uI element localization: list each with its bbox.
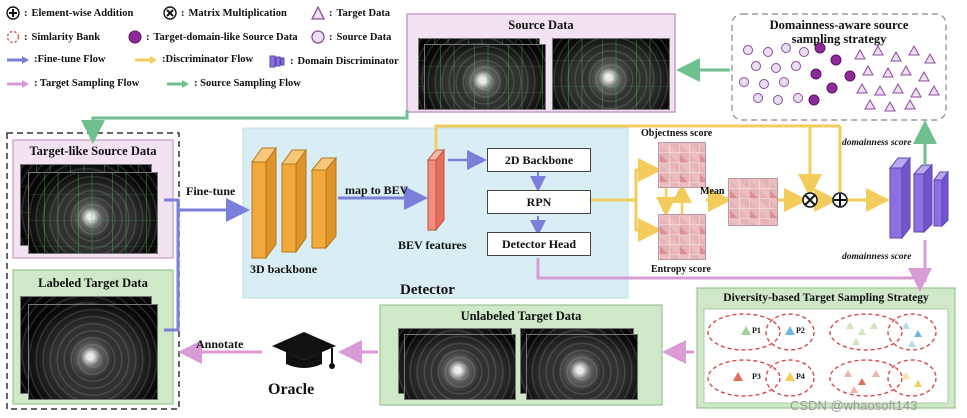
mean-label: Mean (700, 186, 725, 197)
source-data-image-1b (424, 44, 546, 110)
oracle-icon (272, 332, 336, 369)
domainness-title-line2: sampling strategy (791, 32, 887, 46)
legend-source-data: :Source Data (311, 30, 391, 44)
unlabeled-image-1 (404, 334, 516, 400)
cluster-label-p4: P4 (796, 372, 805, 381)
source-data-image-2 (552, 38, 670, 110)
entropy-label: Entropy score (651, 264, 711, 275)
hollow-circle-icon (311, 30, 325, 44)
labeled-target-title: Labeled Target Data (38, 276, 148, 290)
domainness-scatter (739, 42, 940, 112)
matrix-multiplication-legend-icon (163, 6, 177, 20)
objectness-heatmap (658, 142, 706, 188)
detector-title: Detector (400, 282, 455, 298)
legend-source-sampling: : Source Sampling Flow (166, 78, 301, 89)
elementwise-addition-legend-icon (6, 6, 20, 20)
finetune-label: Fine-tune (186, 184, 236, 198)
pink-arrow-icon (7, 79, 29, 88)
map-to-bev-label: map to BEV (345, 183, 409, 197)
legend-elementwise-text: Element-wise Addition (31, 7, 134, 19)
backbone-3d-blocks (251, 146, 338, 260)
finetune-arrow (164, 198, 250, 222)
blue-arrow-icon (7, 55, 29, 64)
unlabeled-image-2 (526, 334, 638, 400)
legend-finetune-flow-text: :Fine-tune Flow (34, 54, 106, 65)
legend-matmul: :Matrix Multiplication (163, 6, 287, 20)
bev-features-label: BEV features (398, 238, 467, 252)
domain-discriminator-blocks (888, 156, 949, 240)
domainness-score-top: domainness score (842, 138, 912, 148)
legend-matmul-text: Matrix Multiplication (188, 7, 287, 19)
filled-circle-icon (128, 30, 142, 44)
matrix-multiplication-icon (802, 192, 818, 208)
discriminator-block-icon (269, 55, 285, 68)
annotate-label: Annotate (196, 337, 244, 351)
rpn-box: RPN (487, 190, 591, 214)
legend-discriminator-flow-text: :Discriminator Flow (162, 54, 254, 65)
legend-target-domain-like: :Target-domain-like Source Data (128, 30, 298, 44)
elementwise-addition-icon (832, 192, 848, 208)
legend-target-sampling: : Target Sampling Flow (6, 78, 139, 89)
diversity-clusters (707, 313, 937, 397)
green-arrow-icon (167, 79, 189, 88)
legend-target-domain-like-text: Target-domain-like Source Data (153, 31, 298, 43)
legend-target-sampling-text: : Target Sampling Flow (34, 78, 140, 89)
legend-similarity-bank: :Simlarity Bank (6, 30, 100, 44)
cluster-label-p3: P3 (752, 372, 761, 381)
legend-elementwise: :Element-wise Addition (6, 6, 133, 20)
legend-similarity-bank-text: Simlarity Bank (31, 31, 101, 43)
oracle-label: Oracle (268, 381, 315, 398)
legend-discriminator-flow: :Discriminator Flow (134, 54, 253, 65)
mean-heatmap (728, 178, 778, 226)
target-sampling-flow (536, 258, 932, 292)
detector-head-box: Detector Head (487, 232, 591, 256)
bev-features-block (426, 148, 446, 232)
cluster-label-p2: P2 (796, 326, 805, 335)
discriminator-flow-top (434, 124, 822, 198)
cluster-label-p1: P1 (752, 326, 761, 335)
entropy-heatmap (658, 214, 706, 260)
legend-source-data-text: Source Data (336, 31, 392, 43)
legend-finetune-flow: :Fine-tune Flow (6, 54, 105, 65)
backbone3d-label: 3D backbone (250, 262, 318, 276)
triangle-icon (311, 6, 325, 20)
legend-source-sampling-text: : Source Sampling Flow (194, 78, 301, 89)
target-like-title: Target-like Source Data (29, 144, 157, 158)
labeled-target-image (28, 304, 158, 400)
domainness-score-bottom: domainness score (842, 252, 912, 262)
legend-domain-discriminator-text: Domain Discriminator (297, 55, 399, 67)
domainness-title: Domainness-aware source sampling strateg… (732, 18, 946, 46)
legend-domain-discriminator: :Domain Discriminator (268, 54, 399, 68)
watermark: CSDN @whaosoft143 (790, 398, 918, 413)
dashed-circle-icon (6, 30, 20, 44)
diversity-title: Diversity-based Target Sampling Strategy (723, 292, 929, 304)
backbone2d-box: 2D Backbone (487, 148, 591, 172)
target-like-image (28, 172, 158, 254)
domainness-title-line1: Domainness-aware source (769, 18, 909, 32)
unlabeled-title: Unlabeled Target Data (460, 309, 582, 323)
objectness-label: Objectness score (641, 128, 713, 139)
source-data-title: Source Data (508, 18, 574, 32)
legend-target-data: :Target Data (311, 6, 390, 20)
yellow-arrow-icon (135, 55, 157, 64)
legend-target-data-text: Target Data (336, 7, 391, 19)
